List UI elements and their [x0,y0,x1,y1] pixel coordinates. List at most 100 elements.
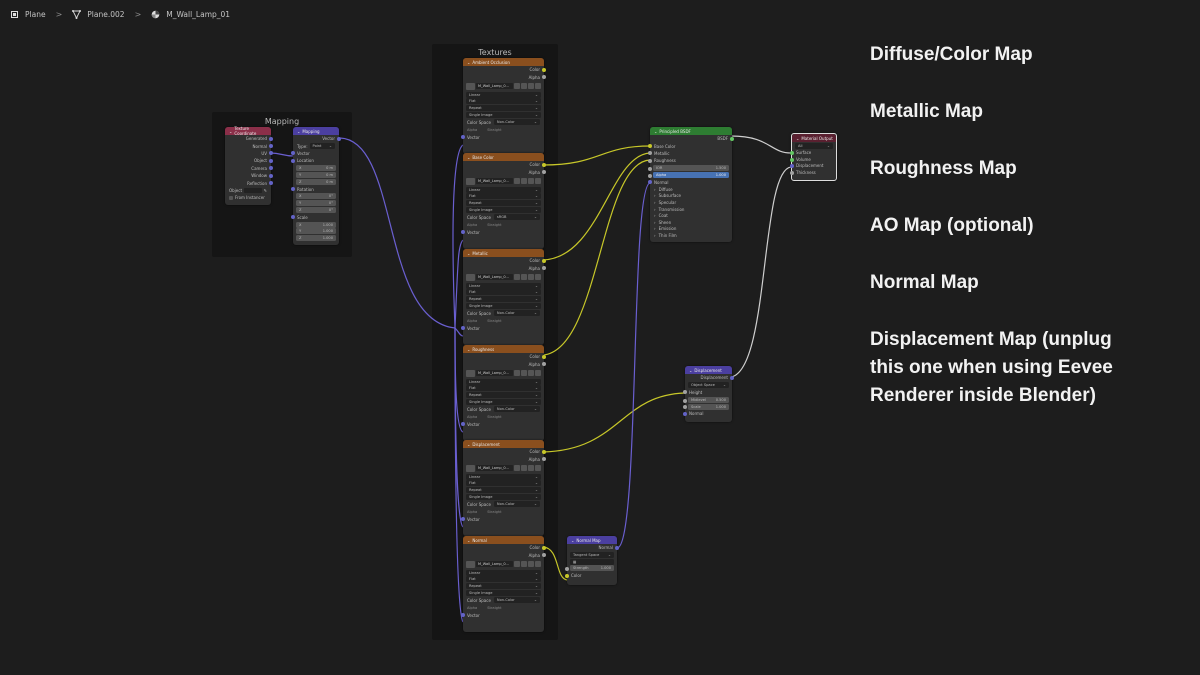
socket-icon[interactable] [542,258,546,263]
uv-map-field[interactable]: ▦ [570,558,614,565]
socket-icon[interactable] [648,151,652,156]
panel-thin-film[interactable]: ›Thin Film [650,232,732,239]
alpha-mode-value[interactable]: Straight [487,509,502,514]
projection-dropdown[interactable]: Flat⌄ [466,576,541,583]
socket-icon[interactable] [790,170,794,175]
panel-transmission[interactable]: ›Transmission [650,206,732,213]
image-browse-icon[interactable] [466,177,475,185]
socket-icon[interactable] [291,187,295,191]
socket-icon[interactable] [790,157,794,162]
socket-icon[interactable] [269,136,273,141]
fake-user-icon[interactable] [514,178,520,185]
target-dropdown[interactable]: All⌄ [795,142,833,149]
socket-icon[interactable] [291,158,295,163]
image-texture-node-base-color[interactable]: ⌄Base Color Color Alpha M_Wall_Lamp_0...… [461,153,546,249]
color-space-dropdown[interactable]: Non-Color⌄ [493,119,540,126]
extension-dropdown[interactable]: Repeat⌄ [466,583,541,590]
panel-emission[interactable]: ›Emission [650,226,732,233]
socket-icon[interactable] [542,266,546,271]
source-dropdown[interactable]: Single Image⌄ [466,589,541,596]
unlink-icon[interactable] [535,561,541,568]
socket-icon[interactable] [683,411,687,416]
source-dropdown[interactable]: Single Image⌄ [466,206,541,213]
eyedropper-icon[interactable]: ✎ [263,187,267,193]
fake-user-icon[interactable] [514,465,520,472]
socket-icon[interactable] [683,390,687,395]
displacement-header[interactable]: ⌄Displacement [685,366,732,374]
image-texture-node-normal[interactable]: ⌄Normal Color Alpha M_Wall_Lamp_0... Lin… [461,536,546,632]
open-folder-icon[interactable] [528,465,534,472]
collapse-chevron-icon[interactable]: ⌄ [467,537,471,543]
material-output-node[interactable]: ⌄Material Output All⌄ Surface Volume Dis… [790,133,837,181]
alpha-mode-value[interactable]: Straight [487,414,502,419]
breadcrumb-item-mesh[interactable]: Plane.002 [87,9,125,19]
unlink-icon[interactable] [535,370,541,377]
image-texture-header[interactable]: ⌄Roughness [463,345,544,353]
image-name-field[interactable]: M_Wall_Lamp_0... [476,465,513,472]
collapse-chevron-icon[interactable]: ⌄ [297,128,301,134]
image-browse-icon[interactable] [466,560,475,568]
space-dropdown[interactable]: Object Space⌄ [688,382,729,389]
socket-icon[interactable] [683,398,687,403]
collapse-chevron-icon[interactable]: ⌄ [467,154,471,160]
extension-dropdown[interactable]: Repeat⌄ [466,105,541,112]
socket-icon[interactable] [790,151,794,156]
duplicate-icon[interactable] [521,370,527,377]
socket-icon[interactable] [461,613,465,617]
image-name-field[interactable]: M_Wall_Lamp_0... [476,178,513,185]
texture-coordinate-header[interactable]: ⌄Texture Coordinate [225,126,271,136]
socket-icon[interactable] [337,136,341,141]
texture-coordinate-node[interactable]: ⌄Texture Coordinate Generated Normal UV … [225,126,273,205]
collapse-chevron-icon[interactable]: ⌄ [467,441,471,447]
open-folder-icon[interactable] [528,370,534,377]
image-name-field[interactable]: M_Wall_Lamp_0... [476,370,513,377]
extension-dropdown[interactable]: Repeat⌄ [466,200,541,207]
socket-icon[interactable] [542,362,546,367]
alpha-mode-value[interactable]: Straight [487,318,502,323]
unlink-icon[interactable] [535,465,541,472]
duplicate-icon[interactable] [521,274,527,281]
socket-icon[interactable] [269,151,273,156]
unlink-icon[interactable] [535,274,541,281]
interpolation-dropdown[interactable]: Linear⌄ [466,473,541,480]
principled-bsdf-node[interactable]: ⌄Principled BSDF BSDF Base Color Metalli… [648,127,734,242]
image-texture-node-roughness[interactable]: ⌄Roughness Color Alpha M_Wall_Lamp_0... … [461,345,546,441]
source-dropdown[interactable]: Single Image⌄ [466,493,541,500]
duplicate-icon[interactable] [521,83,527,90]
socket-icon[interactable] [542,553,546,558]
image-texture-header[interactable]: ⌄Displacement [463,440,544,448]
image-texture-header[interactable]: ⌄Metallic [463,249,544,257]
projection-dropdown[interactable]: Flat⌄ [466,193,541,200]
object-picker[interactable] [244,187,262,193]
type-dropdown[interactable]: Point⌄ [309,143,335,150]
unlink-icon[interactable] [535,178,541,185]
interpolation-dropdown[interactable]: Linear⌄ [466,378,541,385]
socket-icon[interactable] [461,230,465,234]
image-texture-node-displacement[interactable]: ⌄Displacement Color Alpha M_Wall_Lamp_0.… [461,440,546,536]
socket-icon[interactable] [461,422,465,426]
image-texture-header[interactable]: ⌄Normal [463,536,544,544]
duplicate-icon[interactable] [521,561,527,568]
open-folder-icon[interactable] [528,561,534,568]
source-dropdown[interactable]: Single Image⌄ [466,398,541,405]
open-folder-icon[interactable] [528,83,534,90]
image-name-field[interactable]: M_Wall_Lamp_0... [476,274,513,281]
socket-icon[interactable] [615,545,619,550]
material-output-header[interactable]: ⌄Material Output [792,134,836,142]
fake-user-icon[interactable] [514,274,520,281]
breadcrumb-item-material[interactable]: M_Wall_Lamp_01 [166,9,231,19]
color-space-dropdown[interactable]: Non-Color⌄ [493,501,540,508]
socket-icon[interactable] [542,162,546,167]
socket-icon[interactable] [730,375,734,380]
